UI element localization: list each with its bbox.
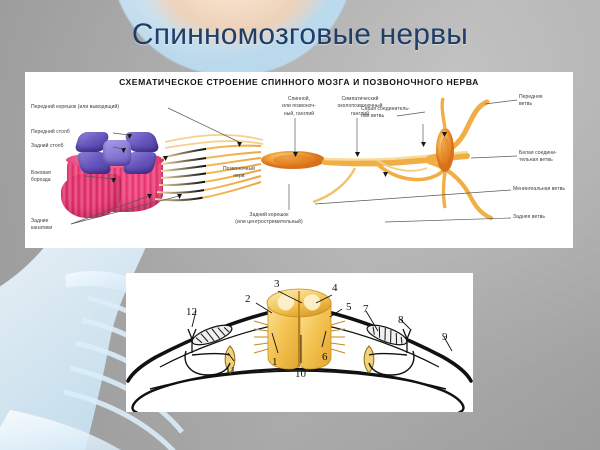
- spinal-cord-block-illustration: [61, 128, 171, 220]
- spinal-nerve-illustration: [70, 97, 518, 225]
- label-vertebral-nerve: Позвоночный нерв: [222, 166, 256, 180]
- callout-12: 12: [186, 306, 197, 318]
- label-anterior-root: Передний корешок (или выводящий): [31, 104, 120, 110]
- label-posterior-funiculi: Задние канатики: [31, 218, 53, 232]
- label-sympathetic-ganglion: Симпатический околопозвоночный ганглий: [337, 96, 383, 117]
- cross-section-svg: [126, 288, 473, 412]
- callout-7: 7: [363, 303, 369, 315]
- callout-6: 6: [322, 351, 328, 363]
- white-matter-front-face: [61, 174, 121, 218]
- label-spinal-ganglion: Спинной, или позвоноч- ный, ганглий: [282, 96, 316, 117]
- label-white-ramus: Белая соедини- тельная ветвь: [519, 150, 557, 164]
- label-meningeal-branch: Менингеальная ветвь: [513, 186, 566, 192]
- spinal-cord-segment: [253, 288, 346, 370]
- figure-heading: СХЕМАТИЧЕСКОЕ СТРОЕНИЕ СПИННОГО МОЗГА И …: [119, 77, 479, 87]
- grey-matter-butterfly: [73, 132, 161, 176]
- callout-1: 1: [272, 356, 278, 368]
- label-anterior-column: Передний столб: [31, 129, 70, 135]
- label-posterior-root: Задний корешок (или центростремительный): [235, 212, 303, 226]
- callout-3: 3: [274, 278, 280, 290]
- label-posterior-column: Задний столб: [31, 143, 64, 149]
- callout-9: 9: [442, 331, 448, 343]
- brain-glow: [140, 0, 330, 50]
- callout-10: 10: [295, 368, 306, 380]
- label-posterior-ramus: Задняя ветвь: [513, 214, 546, 220]
- callout-2: 2: [245, 293, 251, 305]
- callout-8: 8: [398, 314, 404, 326]
- callout-4: 4: [332, 282, 338, 294]
- spinal-cord-schematic-figure: СХЕМАТИЧЕСКОЕ СТРОЕНИЕ СПИННОГО МОЗГА И …: [25, 72, 573, 248]
- callout-11: 11: [225, 365, 236, 377]
- label-lateral-sulcus: Боковая борозда: [31, 170, 51, 184]
- label-anterior-ramus: Передняя ветвь: [519, 94, 543, 108]
- label-grey-ramus: Серая соединитель- ная ветвь: [361, 106, 410, 120]
- page-title: Спинномозговые нервы: [131, 18, 469, 51]
- callout-5: 5: [346, 301, 352, 313]
- spinal-nerve-cross-section-figure: 1 2 3 4 5 6 7 8 9 10 11 12: [126, 273, 473, 412]
